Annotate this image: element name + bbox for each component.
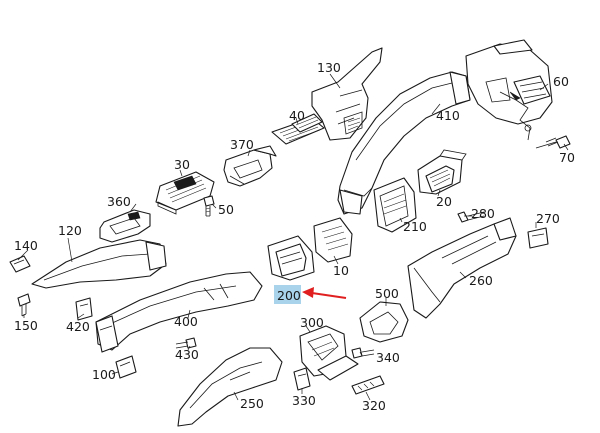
part-250-duct[interactable]: [177, 347, 283, 427]
part-320-strip[interactable]: [351, 375, 385, 395]
label-60[interactable]: 60: [553, 74, 569, 89]
label-210[interactable]: 210: [403, 219, 427, 234]
label-340[interactable]: 340: [376, 350, 400, 365]
leader-lines: [17, 73, 569, 401]
part-340-screw[interactable]: [351, 347, 375, 359]
label-100[interactable]: 100: [92, 367, 116, 382]
part-500-cover[interactable]: [359, 301, 409, 343]
label-20[interactable]: 20: [436, 194, 452, 209]
label-400[interactable]: 400: [174, 314, 198, 329]
label-140[interactable]: 140: [14, 238, 38, 253]
highlight-box-200: [274, 285, 301, 304]
label-270[interactable]: 270: [536, 211, 560, 226]
part-300-assembly[interactable]: [299, 325, 359, 381]
label-250[interactable]: 250: [240, 396, 264, 411]
part-370-bracket[interactable]: [223, 145, 277, 187]
label-50[interactable]: 50: [218, 202, 234, 217]
label-120[interactable]: 120: [58, 223, 82, 238]
label-70[interactable]: 70: [559, 150, 575, 165]
label-200[interactable]: 200: [277, 288, 301, 303]
part-400-duct[interactable]: [95, 271, 263, 353]
label-420[interactable]: 420: [66, 319, 90, 334]
part-210-vent[interactable]: [373, 177, 417, 233]
part-140-clip[interactable]: [9, 255, 31, 273]
label-150[interactable]: 150: [14, 318, 38, 333]
part-50-screw[interactable]: [203, 195, 215, 217]
part-100-block[interactable]: [115, 355, 137, 379]
part-200-vent[interactable]: [267, 235, 315, 281]
part-270-clip[interactable]: [527, 227, 549, 249]
part-430-screw[interactable]: [175, 337, 197, 349]
label-260[interactable]: 260: [469, 273, 493, 288]
label-30[interactable]: 30: [174, 157, 190, 172]
part-130-duct[interactable]: [311, 47, 383, 141]
part-420-bracket[interactable]: [75, 297, 93, 321]
part-10-vent[interactable]: [313, 217, 353, 263]
label-370[interactable]: 370: [230, 137, 254, 152]
part-360-bracket[interactable]: [99, 209, 151, 243]
label-40[interactable]: 40: [289, 108, 305, 123]
label-430[interactable]: 430: [175, 347, 199, 362]
part-280-screw[interactable]: [457, 211, 485, 223]
part-30-grille[interactable]: [155, 171, 215, 215]
part-70-screw[interactable]: [535, 135, 571, 149]
label-280[interactable]: 280: [471, 206, 495, 221]
label-360[interactable]: 360: [107, 194, 131, 209]
part-120-duct[interactable]: [31, 239, 167, 289]
part-330-bracket[interactable]: [293, 367, 311, 391]
label-410[interactable]: 410: [436, 108, 460, 123]
label-300[interactable]: 300: [300, 315, 324, 330]
part-number-labels: 130 60 40 410 370 70 30 360 50 20 280 27…: [14, 60, 575, 413]
label-10[interactable]: 10: [333, 263, 349, 278]
part-60-housing[interactable]: [465, 39, 553, 141]
label-330[interactable]: 330: [292, 393, 316, 408]
label-500[interactable]: 500: [375, 286, 399, 301]
part-20-vent[interactable]: [417, 149, 467, 195]
red-arrow-indicator: [302, 287, 347, 299]
part-40-grille[interactable]: [271, 113, 325, 145]
part-260-duct[interactable]: [407, 217, 517, 319]
part-150-screw[interactable]: [17, 293, 31, 317]
label-130[interactable]: 130: [317, 60, 341, 75]
label-320[interactable]: 320: [362, 398, 386, 413]
